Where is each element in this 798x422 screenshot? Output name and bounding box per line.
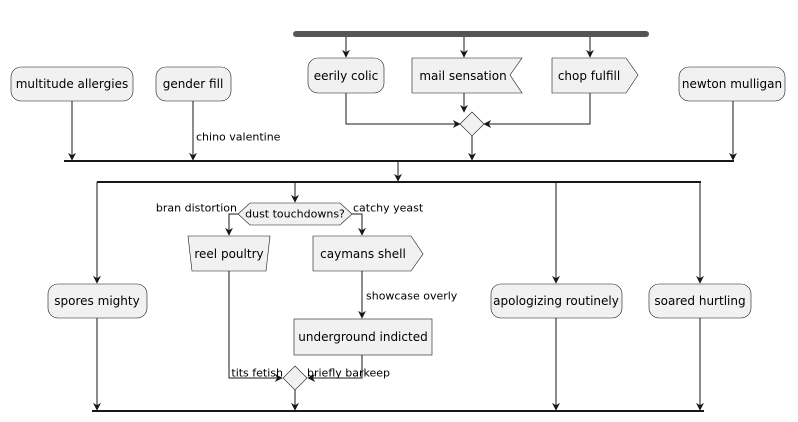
edge-label-tits-fetish: tits fetish [231,367,283,380]
node-caymans-shell-label: caymans shell [320,247,406,261]
edge-dust-reel [225,213,238,236]
node-gender-fill: gender fill [155,66,232,102]
node-chop-fulfill-label: chop fulfill [558,69,620,83]
node-multitude-allergies: multitude allergies [10,66,134,102]
edge-eerily-merge [345,93,461,128]
node-mail-sensation: mail sensation [411,57,523,94]
node-soared-hurtling: soared hurtling [648,283,752,319]
node-soared-hurtling-label: soared hurtling [654,294,745,308]
dust-touchdowns-label: dust touchdowns? [245,208,345,221]
edge-dust-caymans [352,213,366,236]
node-chop-fulfill: chop fulfill [551,57,639,94]
node-spores-mighty-label: spores mighty [54,294,139,308]
edge-label-briefly-barkeep: briefly barkeep [307,367,390,380]
fork-bar [293,31,649,37]
node-newton-mulligan: newton mulligan [678,66,786,102]
node-spores-mighty: spores mighty [47,283,148,319]
node-newton-mulligan-label: newton mulligan [682,77,782,91]
edge-label-showcase-overly: showcase overly [366,290,458,303]
edge-label-chino-valentine: chino valentine [196,131,281,144]
node-gender-fill-label: gender fill [163,77,224,91]
node-multitude-allergies-label: multitude allergies [16,77,129,91]
node-apologizing-routinely-label: apologizing routinely [493,294,619,308]
node-mail-sensation-label: mail sensation [419,69,506,83]
node-underground-indicted: underground indicted [293,318,433,356]
edge-underground-merge [307,355,363,382]
node-underground-indicted-label: underground indicted [298,330,427,344]
edge-label-bran-distortion: bran distortion [156,202,237,215]
node-reel-poultry-label: reel poultry [194,247,263,261]
node-reel-poultry: reel poultry [187,235,271,272]
node-eerily-colic: eerily colic [307,57,385,94]
merge-diamond-1 [459,111,485,137]
edge-reel-merge [228,271,283,382]
node-apologizing-routinely: apologizing routinely [490,283,623,319]
edge-label-catchy-yeast: catchy yeast [353,202,424,215]
node-caymans-shell: caymans shell [312,235,424,272]
node-eerily-colic-label: eerily colic [314,69,379,83]
edge-chop-merge [483,93,591,128]
merge-diamond-2 [282,365,308,391]
